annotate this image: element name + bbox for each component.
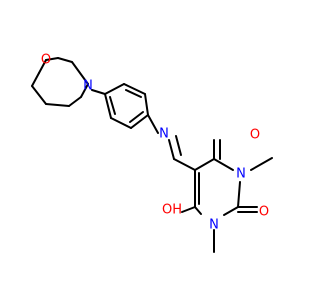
bond [109,96,116,115]
bond [38,59,47,74]
bond [213,158,234,171]
bottom-ring-nitrogen-label: N [209,218,219,233]
bond [237,181,241,208]
bond [194,158,215,171]
bond [91,89,106,95]
hydroxyl-label: OH [162,203,182,218]
morpholine-nitrogen-label: N [83,79,93,94]
morpholine-oxygen-label: O [41,53,51,68]
bond [104,83,125,95]
right-carbonyl-oxygen-label: O [259,205,269,220]
bond [250,157,273,171]
bond [144,93,149,116]
bonds [31,57,273,253]
bond [181,206,196,213]
bond [223,206,239,216]
bond [71,61,89,85]
bond [104,93,112,119]
bond [147,114,159,134]
bond [57,57,73,63]
bond [45,57,59,61]
bond [129,111,144,123]
bond [80,83,89,98]
bond [45,103,70,107]
bond [31,85,47,105]
bond [110,117,132,129]
bond [168,139,175,160]
imine-nitrogen-label: N [159,127,169,142]
bond [31,72,40,87]
bond [123,83,146,95]
bond [125,89,142,98]
bond [130,114,149,129]
bond [173,158,196,171]
bond [68,96,82,107]
top-carbonyl-oxygen-label: O [250,128,260,143]
right-ring-nitrogen-label: N [236,167,246,182]
bond [175,135,182,156]
molecule-structure: O N N O N O N OH [31,53,273,253]
atom-labels: O N N O N O N OH [41,53,269,233]
bond [194,206,202,215]
